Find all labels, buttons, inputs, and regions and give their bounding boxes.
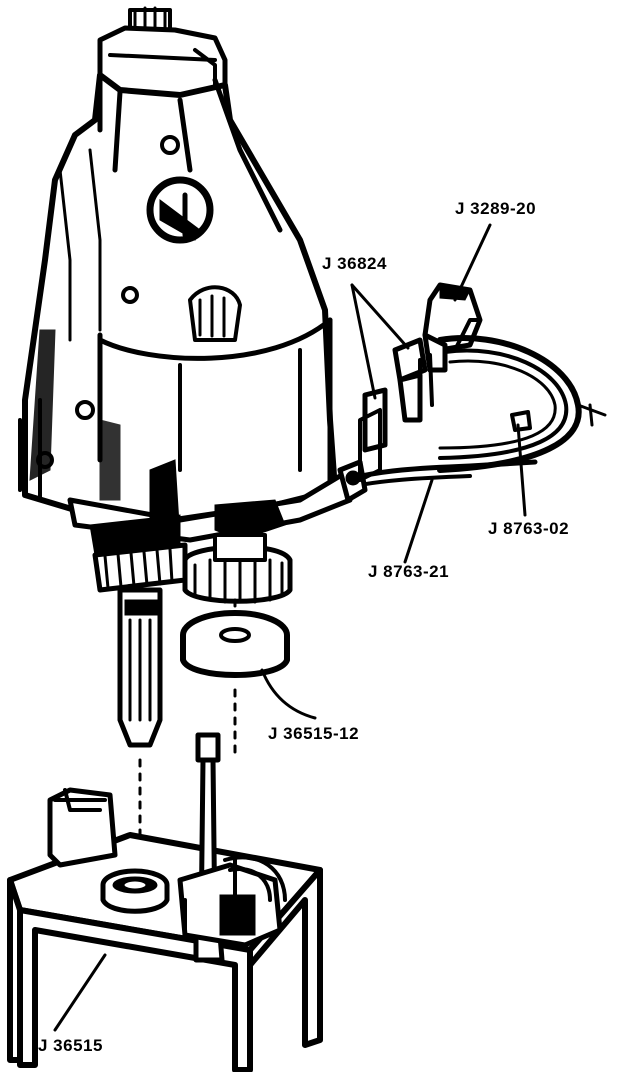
leader-j36824-a (350, 283, 410, 350)
gear-assembly (89, 514, 293, 862)
leader-j8763-02 (516, 423, 527, 517)
leader-lines (53, 223, 527, 1032)
adapter-disc-j36515-12 (180, 598, 290, 762)
leader-j3289-20 (453, 223, 492, 302)
label-j36824: J 36824 (322, 254, 387, 273)
leader-j8763-21 (403, 478, 434, 564)
label-j36515: J 36515 (38, 1036, 103, 1055)
label-j8763-21: J 8763-21 (368, 562, 450, 581)
leader-j36824-b (350, 283, 377, 400)
leader-j36515 (53, 953, 107, 1032)
dial-indicator-setup (337, 282, 607, 503)
label-j3289-20: J 3289-20 (455, 199, 537, 218)
label-j8763-02: J 8763-02 (488, 519, 570, 538)
label-j36515-12: J 36515-12 (268, 724, 360, 743)
holding-fixture-j36515 (7, 732, 323, 1072)
transmission-case (18, 6, 353, 543)
leader-j36515-12 (260, 668, 317, 720)
